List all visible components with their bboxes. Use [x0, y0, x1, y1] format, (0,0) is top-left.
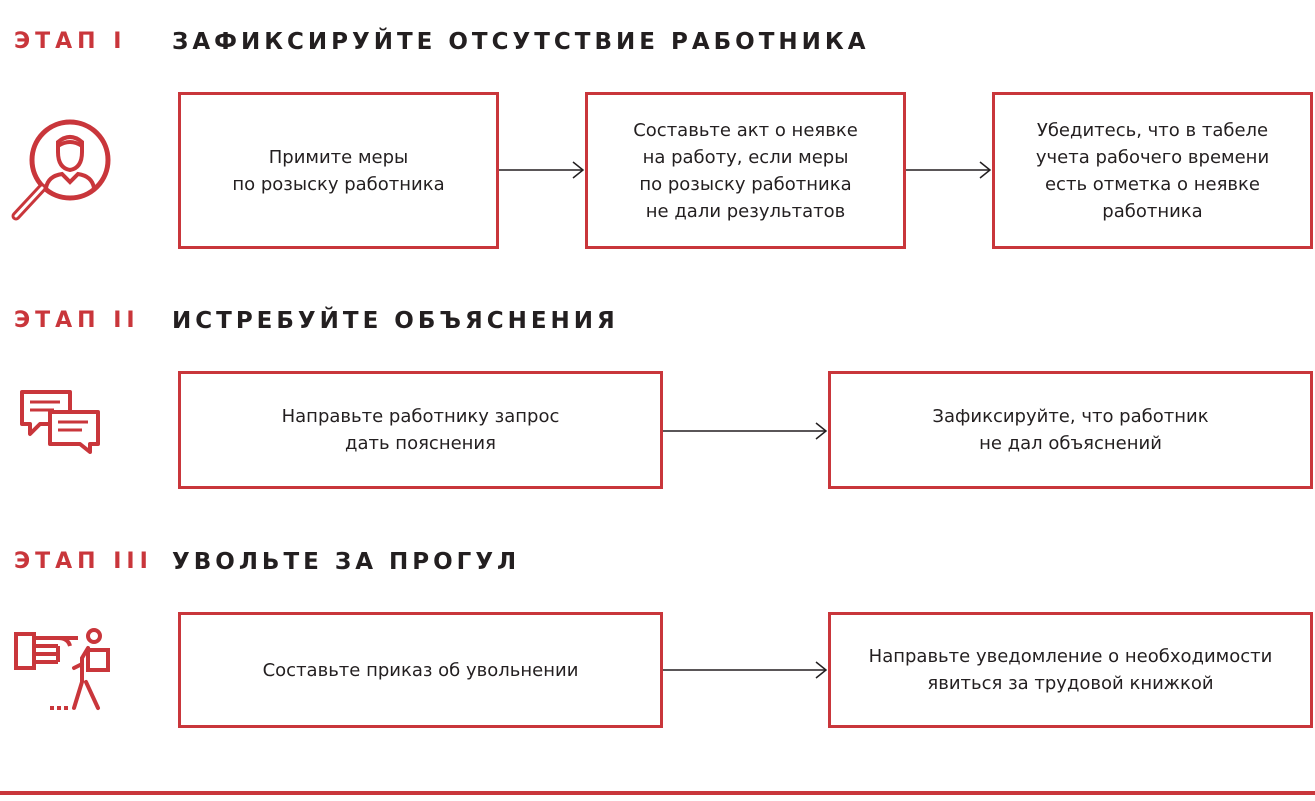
stage-1-step-3: Убедитесь, что в табеле учета рабочего в… — [992, 92, 1313, 249]
stage-1-step-2-text: Составьте акт о неявке на работу, если м… — [633, 119, 858, 222]
stage-3-title: УВОЛЬТЕ ЗА ПРОГУЛ — [172, 549, 521, 575]
stage-3-step-1: Составьте приказ об увольнении — [178, 612, 663, 728]
arrow-right-icon — [499, 161, 585, 179]
pointing-hand-leaving-person-icon — [14, 628, 110, 710]
stage-3-step-2-text: Направьте уведомление о необходимости яв… — [868, 646, 1273, 694]
stage-1-step-3-text: Убедитесь, что в табеле учета рабочего в… — [1035, 119, 1270, 222]
magnifier-person-icon — [11, 119, 111, 221]
arrow-right-icon — [906, 161, 992, 179]
stage-2-step-1: Направьте работнику запрос дать пояснени… — [178, 371, 663, 489]
footer-divider — [0, 791, 1315, 795]
arrow-right-icon — [663, 661, 828, 679]
stage-3-label: ЭТАП III — [14, 549, 153, 574]
stage-1-step-1: Примите меры по розыску работника — [178, 92, 499, 249]
stage-3-step-1-text: Составьте приказ об увольнении — [262, 659, 579, 681]
stage-1-step-1-text: Примите меры по розыску работника — [232, 146, 445, 195]
stage-2-step-2: Зафиксируйте, что работник не дал объясн… — [828, 371, 1313, 489]
stage-1-title: ЗАФИКСИРУЙТЕ ОТСУТСТВИЕ РАБОТНИКА — [172, 29, 870, 55]
stage-2-label: ЭТАП II — [14, 308, 140, 333]
arrow-right-icon — [663, 422, 828, 440]
stage-3-step-2: Направьте уведомление о необходимости яв… — [828, 612, 1313, 728]
stage-1-step-2: Составьте акт о неявке на работу, если м… — [585, 92, 906, 249]
stage-2-title: ИСТРЕБУЙТЕ ОБЪЯСНЕНИЯ — [172, 308, 619, 334]
stage-1-label: ЭТАП I — [14, 29, 127, 54]
stage-2-step-1-text: Направьте работнику запрос дать пояснени… — [281, 406, 560, 454]
stage-2-step-2-text: Зафиксируйте, что работник не дал объясн… — [932, 406, 1209, 454]
chat-bubbles-icon — [20, 390, 100, 454]
